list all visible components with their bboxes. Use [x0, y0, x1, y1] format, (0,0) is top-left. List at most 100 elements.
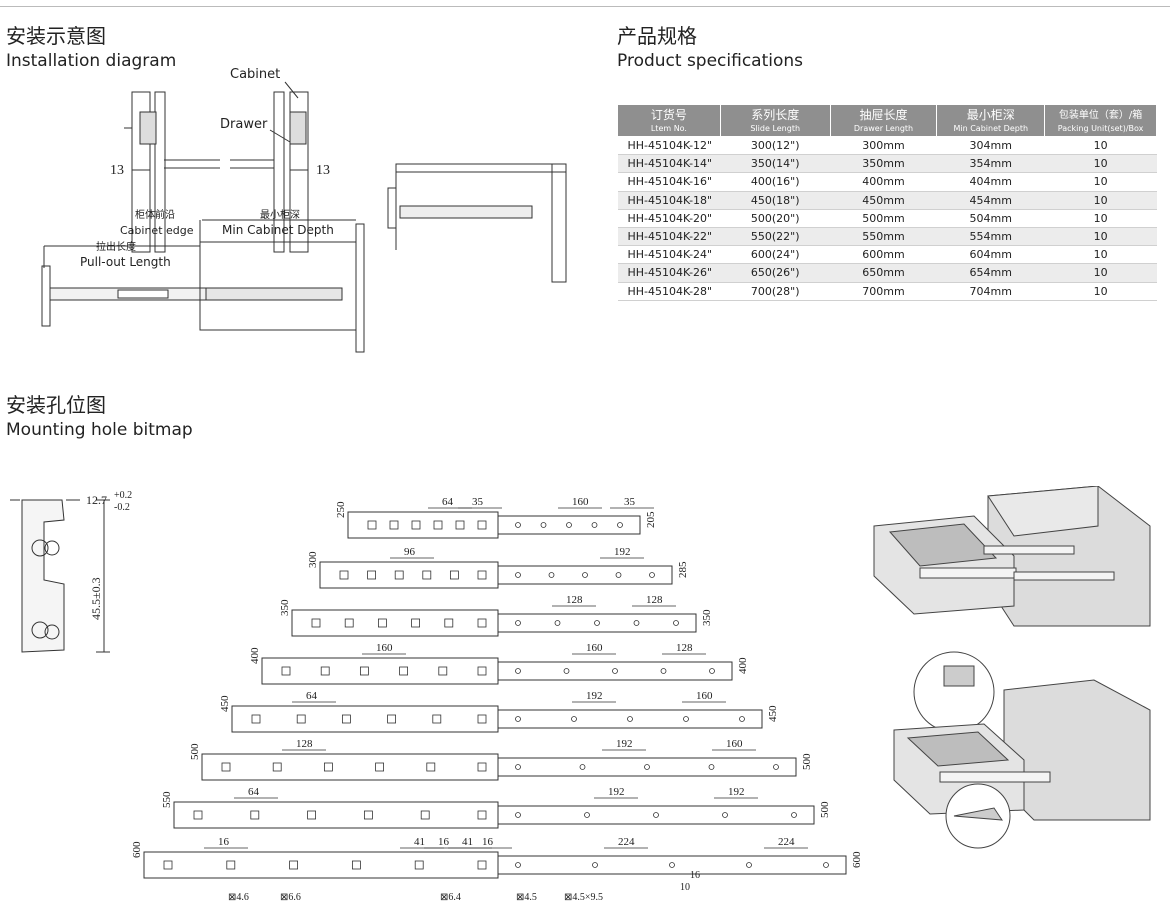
- mount-hole: [582, 572, 588, 578]
- mount-hole: [722, 812, 728, 818]
- spec-cell: 10: [1044, 209, 1157, 228]
- mount-hole: [649, 572, 655, 578]
- spec-cell: 454mm: [936, 191, 1045, 210]
- mount-hole: [823, 862, 829, 868]
- rail-inner: [497, 805, 815, 825]
- dim-13-right: 13: [316, 163, 330, 178]
- dim-label: 160: [696, 690, 713, 702]
- cabinet-edge-en: Cabinet edge: [120, 224, 194, 237]
- rail-length-label: 500: [189, 743, 201, 760]
- mount-hole: [281, 666, 291, 676]
- mount-hole: [344, 618, 354, 628]
- mount-hole: [351, 860, 361, 870]
- hole-label-66: ⊠6.6: [280, 892, 301, 903]
- mount-hole: [739, 716, 745, 722]
- min-depth-en: Min Cabinet Depth: [222, 223, 334, 237]
- mount-hole: [339, 570, 349, 580]
- spec-cell: 300(12"): [720, 136, 831, 156]
- mount-hole: [477, 860, 487, 870]
- mount-hole: [584, 812, 590, 818]
- spec-cell: 350(14"): [720, 154, 831, 174]
- mount-hole: [566, 522, 572, 528]
- rail-length-label: 400: [249, 647, 261, 664]
- dim-label: 41: [462, 836, 473, 848]
- mount-hole: [444, 618, 454, 628]
- rail-length-label: 350: [279, 599, 291, 616]
- mount-hole: [709, 668, 715, 674]
- mount-hole: [432, 714, 442, 724]
- dim-label: 160: [572, 496, 589, 508]
- installation-diagram: Cabinet Drawer 13 13 柜体前沿 Cabinet edge 最…: [41, 67, 567, 353]
- rail-inner: [497, 661, 733, 681]
- mount-hole: [653, 812, 659, 818]
- dim-label: 192: [728, 786, 745, 798]
- dim-label: 41: [414, 836, 425, 848]
- rail-length-label: 250: [335, 501, 347, 518]
- spec-cell: HH-45104K-20": [617, 209, 721, 228]
- dim-label: 224: [778, 836, 795, 848]
- spec-cell: 554mm: [936, 227, 1045, 247]
- spec-cell: 704mm: [936, 282, 1045, 301]
- rail-inner: [497, 855, 847, 875]
- rail-length-label: 550: [161, 791, 173, 808]
- spec-cell: HH-45104K-26": [617, 263, 721, 283]
- spec-cell: 10: [1044, 245, 1157, 265]
- mount-hole: [746, 862, 752, 868]
- mount-hole: [422, 570, 432, 580]
- mount-hole: [320, 666, 330, 676]
- mount-hole: [477, 666, 487, 676]
- mount-hole: [673, 620, 679, 626]
- rail-length-label: 450: [219, 695, 231, 712]
- spec-cell: 550(22"): [720, 227, 831, 247]
- dim-label: 96: [404, 546, 416, 558]
- mount-hole: [411, 618, 421, 628]
- mount-hole: [387, 714, 397, 724]
- mount-hole: [515, 862, 521, 868]
- mount-hole: [612, 668, 618, 674]
- mount-hole: [226, 860, 236, 870]
- spec-cell: 650(26"): [720, 263, 831, 283]
- min-depth-cn: 最小柜深: [260, 208, 300, 221]
- rail-length-label: 300: [307, 551, 319, 568]
- mount-hole: [515, 572, 521, 578]
- dim-label: 192: [614, 546, 631, 558]
- spec-cell: 654mm: [936, 263, 1045, 283]
- mount-hole: [426, 762, 436, 772]
- rail-body: [291, 609, 499, 637]
- mount-hole: [251, 714, 261, 724]
- mount-hole: [477, 618, 487, 628]
- rail-inner: [497, 709, 763, 729]
- mount-hole: [515, 812, 521, 818]
- mount-hole: [515, 668, 521, 674]
- dim-13-left: 13: [110, 163, 124, 178]
- mount-hole: [579, 764, 586, 770]
- mount-hole: [708, 764, 715, 770]
- dim-label: 64: [248, 786, 260, 798]
- mounting-title-en: Mounting hole bitmap: [6, 420, 193, 440]
- label-drawer: Drawer: [220, 117, 268, 132]
- rail-body: [173, 801, 499, 829]
- mount-hole: [394, 570, 404, 580]
- spec-cell: 450mm: [830, 191, 937, 210]
- dim-label: 192: [608, 786, 625, 798]
- dim-label: 16: [218, 836, 230, 848]
- mount-hole: [660, 668, 667, 674]
- rail-right-label: 600: [851, 851, 860, 868]
- dim-label: 160: [586, 642, 603, 654]
- rail-body: [143, 851, 499, 879]
- spec-cell: 700(28"): [720, 282, 831, 301]
- mount-hole: [591, 522, 598, 528]
- mount-hole: [414, 860, 424, 870]
- mount-hole: [455, 520, 465, 530]
- spec-cell: 10: [1044, 263, 1157, 283]
- mount-hole: [289, 860, 299, 870]
